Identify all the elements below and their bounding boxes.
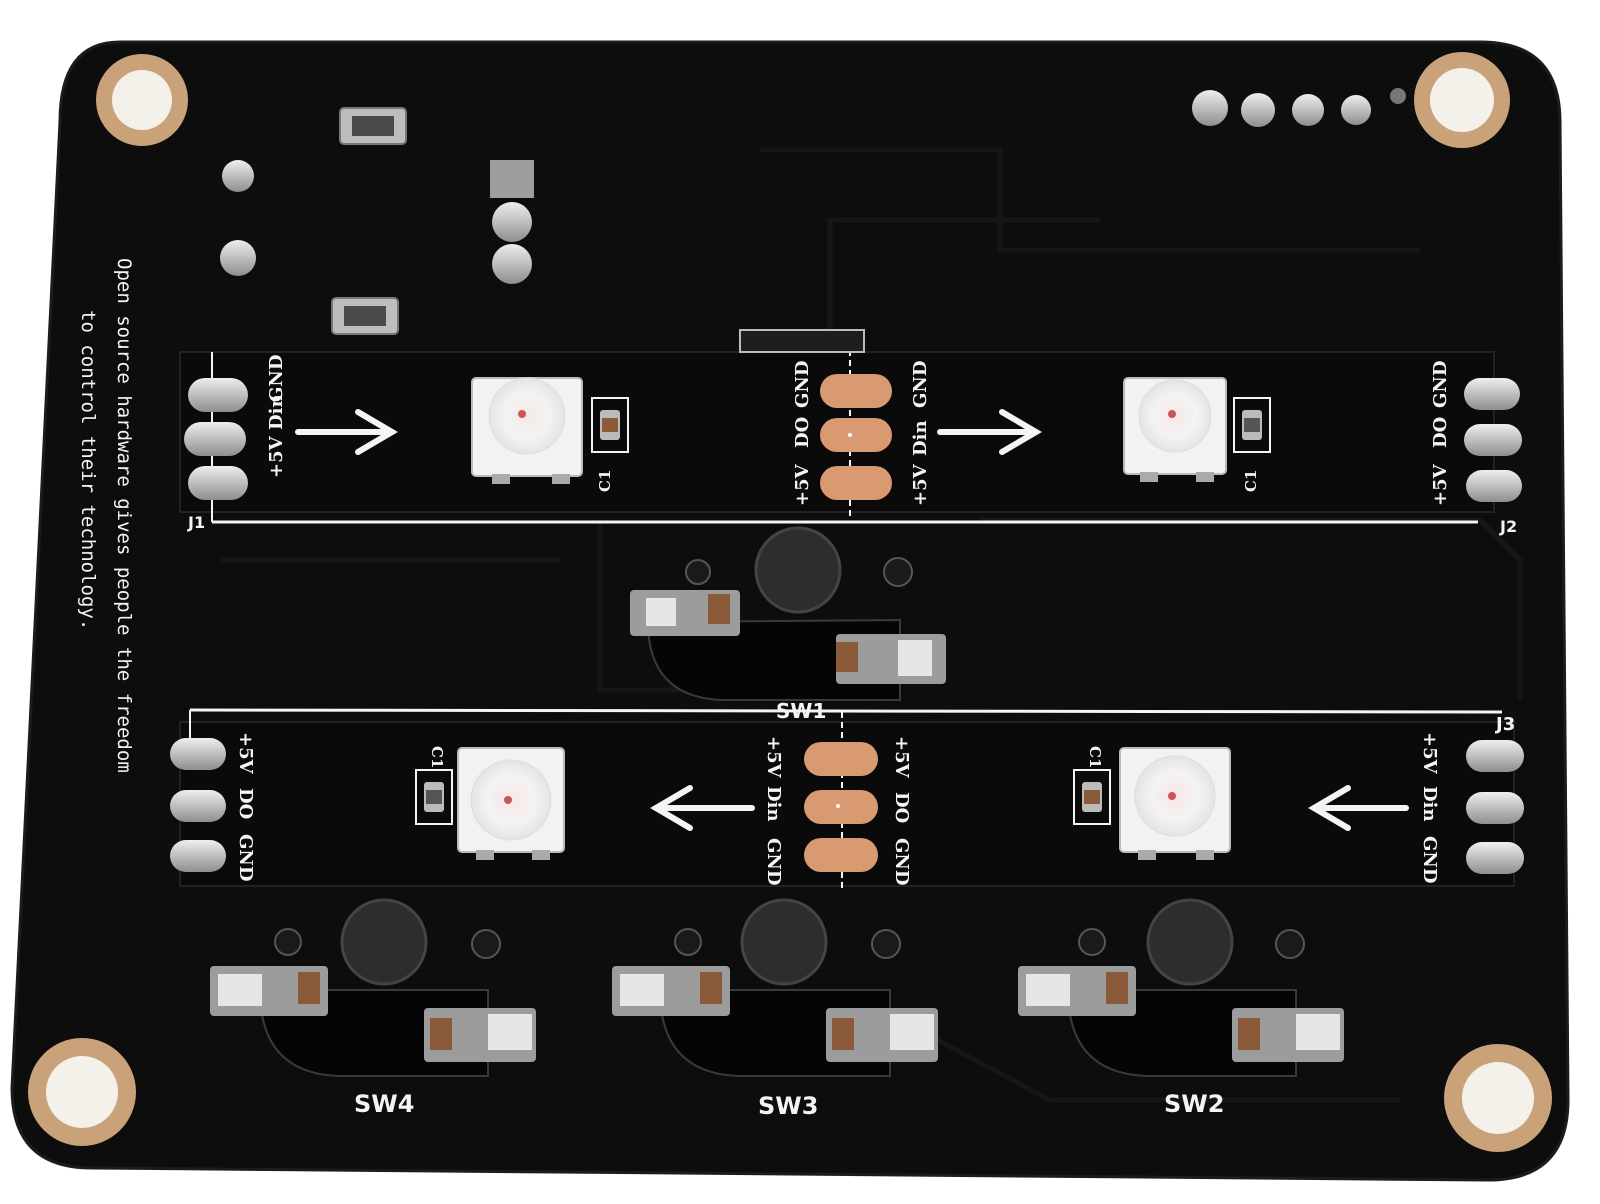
- mounting-hole-bottom-left: [28, 1038, 136, 1146]
- strip-top-mid-left-pin-3: GND: [792, 361, 813, 408]
- connector-j1-label: J1: [187, 513, 205, 532]
- data-direction-arrow-left: [1308, 785, 1409, 831]
- strip-top-right-solder: [1464, 378, 1522, 502]
- rgb-led-top-2: [1123, 377, 1227, 482]
- side-text: Open source hardware gives people the fr…: [77, 258, 135, 773]
- strip-bottom-mid-left-pin-3: GND: [763, 838, 784, 885]
- capacitor-bottom-1: [415, 769, 453, 825]
- switch-label-sw4: SW4: [354, 1090, 414, 1118]
- strip-bottom-left-solder: [170, 738, 226, 872]
- header-column: [490, 160, 534, 284]
- strip-bottom-left-pin-1: +5V: [235, 732, 256, 775]
- rgb-led-bottom-2: [1119, 747, 1231, 860]
- strip-top-mid-right-pin-2: Din: [910, 420, 931, 456]
- strip-bottom-right-solder: [1466, 740, 1524, 874]
- strip-top-mid-pads: [820, 374, 892, 500]
- side-text-line2: to control their technology.: [77, 310, 99, 630]
- strip-top-right-pin-1: +5V: [1430, 463, 1451, 506]
- strip-bottom-right-pin-3: GND: [1419, 836, 1440, 883]
- strip-bottom-left-pin-2: DO: [235, 788, 256, 819]
- data-direction-arrow-right: [295, 409, 398, 455]
- rgb-led-bottom-1: [457, 747, 565, 860]
- strip-top-right-pin-3: GND: [1430, 361, 1451, 408]
- strip-top-left-pin-3: GND: [266, 355, 287, 402]
- strip-top-left-solder: [184, 378, 248, 500]
- strip-bottom-mid-right-pin-1: +5V: [891, 736, 912, 779]
- strip-bottom-left-pin-3: GND: [235, 834, 256, 881]
- mounting-hole-top-left: [96, 54, 188, 146]
- strip-top-mid-left-pin-1: +5V: [792, 463, 813, 506]
- data-direction-arrow-right: [937, 409, 1042, 455]
- capacitor-top-2: [1233, 397, 1271, 453]
- mounting-hole-top-right: [1414, 52, 1510, 148]
- capacitor-top-1: [591, 397, 629, 453]
- strip-top-mid-right-pin-1: +5V: [910, 463, 931, 506]
- data-direction-arrow-left: [650, 785, 755, 831]
- strip-bottom-mid-left-pin-1: +5V: [763, 736, 784, 779]
- switch-label-sw2: SW2: [1164, 1090, 1224, 1118]
- strip-top-mid-left-pin-2: DO: [792, 417, 813, 448]
- switch-socket-sw2: SW2: [1018, 898, 1344, 1118]
- led-strip-top: +5V Din GND J1 C1: [179, 329, 1522, 536]
- connector-j2-label: J2: [1499, 517, 1517, 536]
- smd-pad-top: [339, 107, 407, 145]
- strip-bottom-mid-left-pin-2: Din: [763, 786, 784, 822]
- switch-socket-sw4: SW4: [210, 898, 536, 1118]
- strip-top-right-pin-2: DO: [1430, 417, 1451, 448]
- strip-top-left-pin-2: Din: [266, 394, 287, 430]
- cap-label-top-1: C1: [596, 470, 614, 492]
- strip-bottom-mid-pads: [804, 742, 878, 872]
- connector-j3-label: J3: [1494, 714, 1515, 735]
- rgb-led-top-1: [471, 377, 583, 484]
- switch-label-sw3: SW3: [758, 1092, 818, 1120]
- led-strip-bottom: J3 +5V DO GND C1: [170, 708, 1524, 888]
- solder-joints-top-right: [1192, 88, 1406, 127]
- strip-bottom-right-pin-2: Din: [1419, 786, 1440, 822]
- strip-top-mid-right-pin-3: GND: [910, 361, 931, 408]
- cap-label-bottom-1: C1: [428, 746, 446, 768]
- switch-socket-sw3: SW3: [612, 898, 938, 1120]
- smd-pad-bottom: [331, 297, 399, 335]
- mounting-hole-bottom-right: [1444, 1044, 1552, 1152]
- switch-socket-sw1: SW1: [630, 526, 946, 723]
- strip-bottom-right-pin-1: +5V: [1419, 732, 1440, 775]
- capacitor-bottom-2: [1073, 769, 1111, 825]
- cap-label-top-2: C1: [1242, 470, 1260, 492]
- strip-bottom-mid-right-pin-2: DO: [891, 792, 912, 823]
- cap-label-bottom-2: C1: [1086, 746, 1104, 768]
- strip-top-left-pin-1: +5V: [266, 435, 287, 478]
- strip-bottom-mid-right-pin-3: GND: [891, 838, 912, 885]
- solder-joints-left: [220, 160, 256, 276]
- side-text-line1: Open source hardware gives people the fr…: [113, 258, 135, 773]
